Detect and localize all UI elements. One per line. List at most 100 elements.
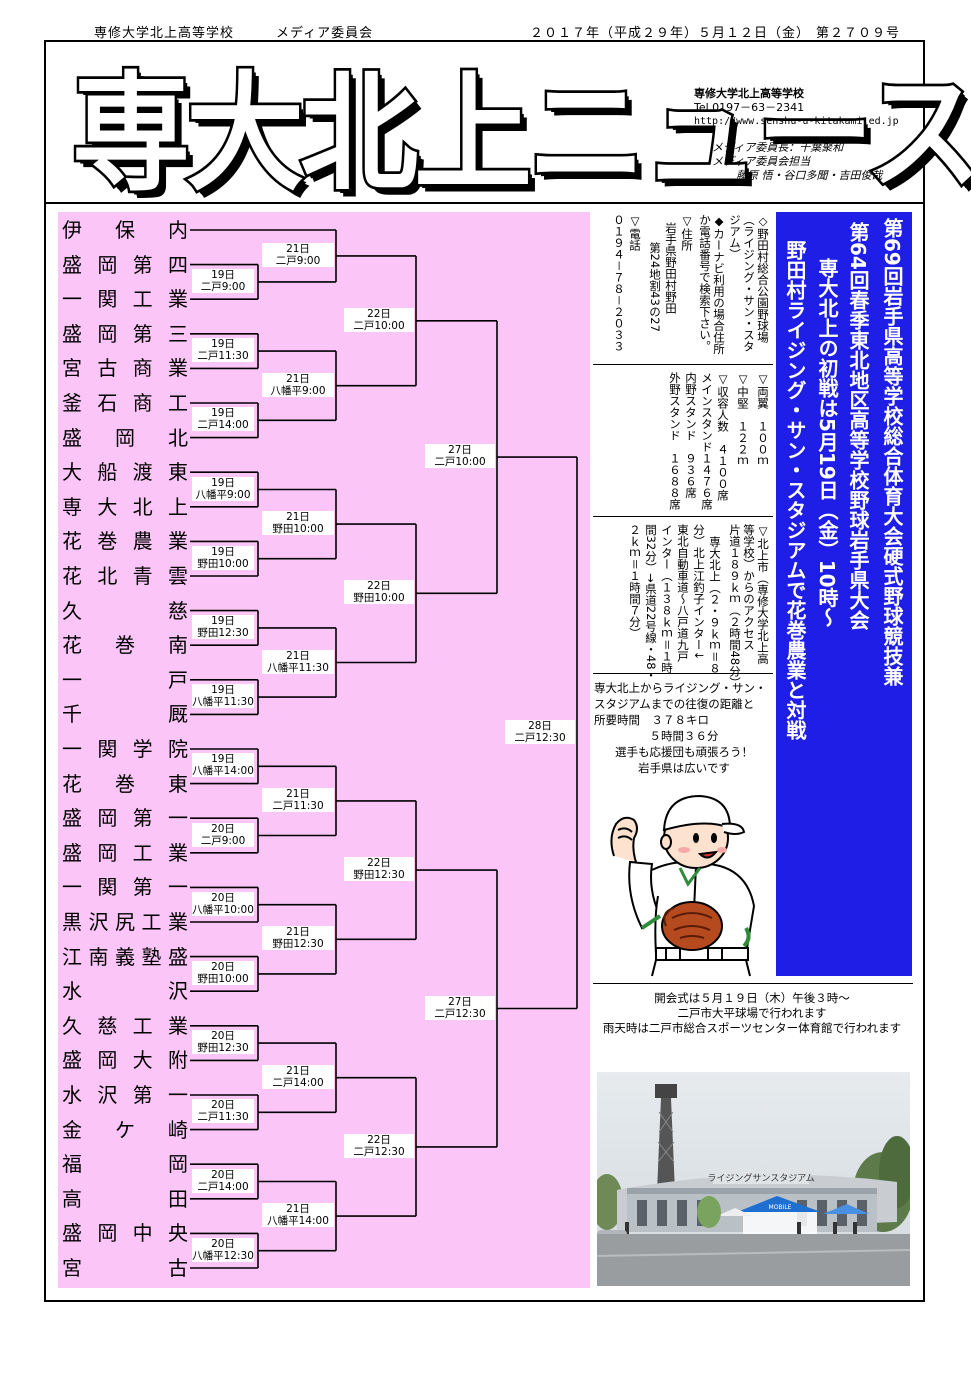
team-name: 盛岡北 [62, 423, 188, 453]
game-day: 20日 [211, 822, 235, 835]
stadium-info-c16: 外野スタンド １６８８席 [668, 372, 682, 510]
stadium-info-c24: 間32分）→県道22号線・48・ [644, 524, 658, 682]
team-name-char: 渡 [132, 460, 153, 485]
game-label-r1: 19日二戸11:30 [192, 338, 254, 363]
game-label-r3: 22日二戸10:00 [344, 307, 414, 332]
team-name-char: 岡 [97, 806, 118, 831]
game-label-r2: 21日野田12:30 [262, 926, 334, 951]
team-name-char: 岡 [97, 1221, 118, 1246]
game-day: 21日 [286, 926, 310, 939]
team-name-char: 宮 [62, 356, 82, 381]
team-name-char: 厩 [168, 702, 188, 727]
game-label-r2: 21日二戸9:00 [262, 242, 334, 267]
stadium-info-c13: ▽収容人数 ４１００席 [716, 372, 730, 501]
game-label-r1: 19日野田10:00 [192, 545, 254, 570]
game-venue: 二戸9:00 [200, 834, 246, 847]
game-day: 19日 [211, 545, 235, 558]
team-name-char: 巻 [115, 633, 135, 658]
game-day: 22日 [367, 1133, 391, 1146]
game-day: 20日 [211, 891, 235, 904]
team-name: 金ケ崎 [62, 1115, 188, 1145]
game-day: 19日 [211, 753, 235, 766]
stadium-info-c22: 東北自動車道～八戸道九戸 [676, 524, 690, 662]
game-label-r4: 27日二戸10:00 [425, 444, 495, 469]
team-name: 盛岡中央 [62, 1218, 188, 1248]
team-name-char: 盛 [62, 425, 82, 450]
team-name-char: 花 [62, 529, 82, 554]
game-day: 21日 [286, 242, 310, 255]
team-name-char: 一 [62, 667, 82, 692]
game-label-r2: 21日野田10:00 [262, 511, 334, 536]
team-name-char: 業 [168, 910, 188, 934]
game-day: 21日 [286, 787, 310, 800]
team-name-char: 商 [132, 356, 153, 381]
team-name-char: 四 [167, 252, 188, 277]
team-name-char: 義 [115, 944, 135, 969]
game-day: 21日 [286, 372, 310, 385]
game-venue: 野田10:00 [353, 592, 405, 605]
page-frame [44, 40, 925, 1302]
game-day: 21日 [286, 511, 310, 524]
team-name-char: 江 [62, 944, 82, 969]
headline-box [776, 212, 912, 976]
team-name-char: 第 [132, 806, 153, 831]
team-name: 花北青雲 [62, 561, 188, 591]
team-name-char: 附 [167, 1048, 188, 1073]
game-label-r2: 21日二戸14:00 [262, 1064, 334, 1089]
team-name: 盛岡第三 [62, 319, 188, 349]
team-name: 水沢第一 [62, 1080, 188, 1110]
header-committee: メディア委員会 [276, 26, 374, 41]
game-venue: 二戸12:30 [434, 1007, 486, 1020]
game-label-r2: 21日八幡平9:00 [262, 372, 334, 397]
game-venue: 八幡平12:30 [192, 1249, 254, 1262]
stadium-info-c23: インター（１３８ｋｍ＝１時 [660, 524, 674, 674]
team-name-char: 工 [132, 287, 153, 312]
game-day: 21日 [286, 649, 310, 662]
game-venue: 二戸9:00 [200, 280, 246, 293]
masthead-title: 専大北上ニュース [69, 56, 971, 210]
header-issue: 第２７０９号 [816, 26, 901, 41]
game-label-r1: 19日八幡平11:30 [192, 684, 254, 709]
game-venue: 八幡平14:00 [192, 765, 254, 778]
team-name-char: 千 [62, 702, 82, 727]
game-venue: 二戸11:30 [272, 799, 324, 812]
game-label-r3: 22日野田12:30 [344, 857, 414, 882]
team-name-char: 商 [132, 391, 153, 415]
game-label-r3: 22日野田10:00 [344, 580, 414, 605]
team-name-char: 盛 [168, 944, 188, 969]
team-name: 伊保内 [62, 215, 188, 245]
game-venue: 二戸11:30 [197, 1111, 249, 1124]
team-name: 盛岡工業 [62, 838, 188, 868]
game-venue: 二戸14:00 [272, 1076, 324, 1089]
game-label-r1: 19日野田12:30 [192, 614, 254, 639]
game-venue: 二戸14:00 [197, 419, 249, 432]
route-note-4: ５時間３６分 [649, 729, 719, 743]
team-name: 一戸 [62, 665, 188, 695]
team-name-char: 業 [167, 840, 188, 865]
team-name-char: 第 [132, 252, 153, 277]
team-name-char: 盛 [62, 806, 82, 831]
team-name-char: 岡 [97, 252, 118, 277]
game-label-r1: 20日二戸11:30 [192, 1099, 254, 1124]
team-name-char: 第 [132, 875, 153, 900]
game-venue: 二戸14:00 [197, 1180, 249, 1193]
game-day: 20日 [211, 960, 235, 973]
team-name-char: 黒 [62, 910, 82, 934]
headline-line1: 第69回岩手県高等学校総合体育大会硬式野球競技兼 [880, 218, 904, 686]
team-name-char: 盛 [62, 321, 82, 346]
game-day: 27日 [448, 444, 472, 457]
stadium-info-c9: ▽電話 [628, 214, 642, 251]
game-venue: 八幡平11:30 [192, 696, 254, 709]
team-name-char: 慈 [97, 1013, 118, 1038]
baseball-player-illustration [610, 794, 756, 977]
stadium-info-c21: 分）北上江釣子インター↓ [692, 524, 706, 661]
game-venue: 野田12:30 [272, 938, 324, 951]
game-day: 19日 [211, 338, 235, 351]
team-name-char: 大 [132, 1048, 153, 1073]
team-name-char: 関 [97, 287, 118, 312]
masthead-divider [46, 202, 923, 204]
stadium-info-divider [593, 364, 773, 365]
masthead-tel: Tel.0197－63－2341 [694, 101, 805, 114]
game-label-r1: 20日八幡平12:30 [192, 1237, 254, 1262]
